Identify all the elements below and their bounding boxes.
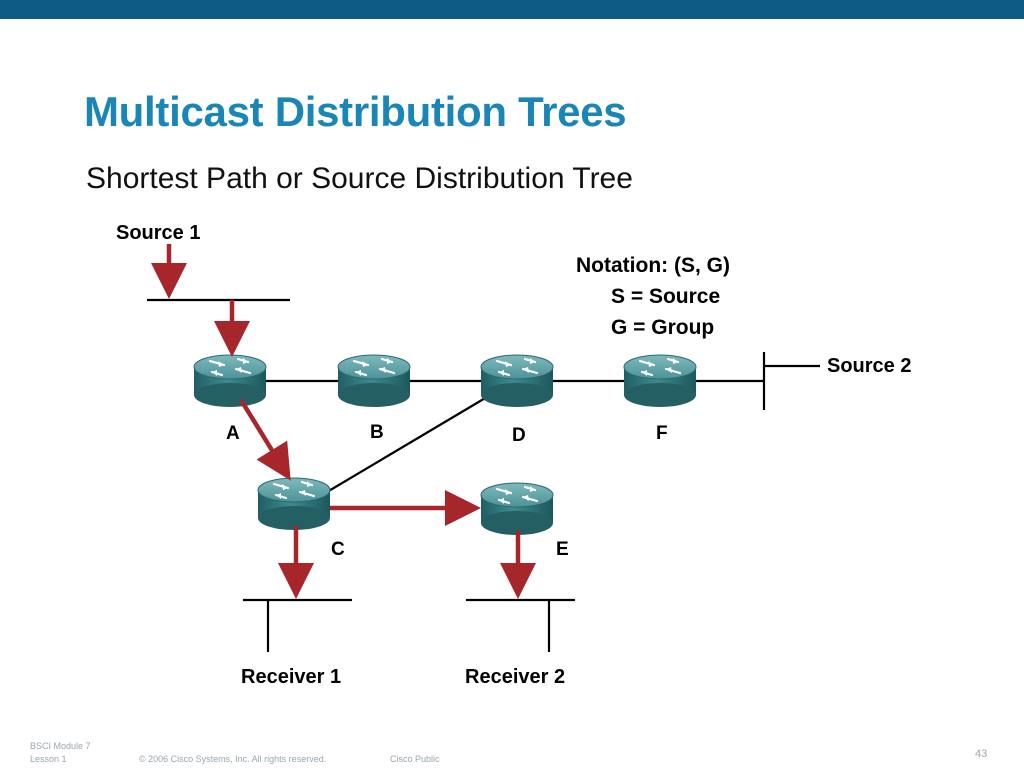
router-d-label: D (512, 425, 526, 446)
page-number: 43 (975, 748, 988, 760)
notation-line1: Notation: (S, G) (576, 254, 730, 277)
router-e (479, 481, 555, 537)
router-f (622, 353, 698, 409)
receiver1-label: Receiver 1 (241, 666, 342, 688)
router-a (192, 353, 268, 409)
receiver2-label: Receiver 2 (465, 666, 566, 688)
router-b-label: B (370, 422, 384, 443)
router-f-label: F (656, 423, 668, 444)
router-a-label: A (226, 423, 240, 444)
router-c (256, 476, 332, 532)
source1-label: Source 1 (116, 222, 201, 244)
router-c-label: C (331, 539, 345, 560)
router-e-label: E (556, 539, 569, 560)
link-d-c (326, 396, 488, 493)
footer-lesson: Lesson 1 (30, 754, 67, 764)
network-links (147, 298, 820, 652)
page-subtitle: Shortest Path or Source Distribution Tre… (86, 162, 633, 195)
top-banner (0, 0, 1024, 19)
router-d (479, 353, 555, 409)
footer-module: BSCI Module 7 (30, 741, 91, 751)
source2-label: Source 2 (827, 355, 912, 377)
notation-line2: S = Source (611, 285, 721, 308)
footer-classification: Cisco Public (390, 754, 440, 764)
notation-line3: G = Group (611, 316, 715, 339)
source-tree-path (151, 244, 536, 599)
arrow-a-to-c (239, 398, 291, 481)
footer-copyright: © 2006 Cisco Systems, Inc. All rights re… (139, 754, 327, 764)
notation-box: Notation: (S, G) S = Source G = Group (576, 250, 730, 343)
page-title: Multicast Distribution Trees (84, 88, 627, 135)
router-b (336, 353, 412, 409)
